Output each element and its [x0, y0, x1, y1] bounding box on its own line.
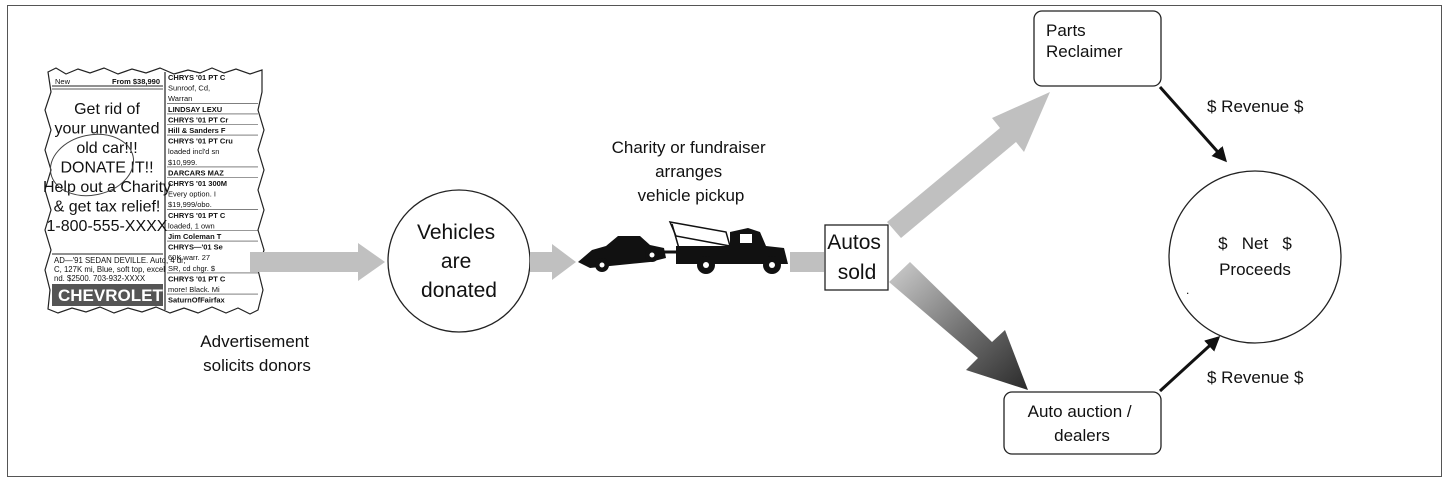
clipping-column: CHRYS '01 PT C Sunroof, Cd,WarranLINDSAY …: [167, 73, 258, 305]
clipping-column-line: CHRYS '01 PT C: [168, 274, 226, 283]
clipping-column-line: Every option. I: [168, 190, 216, 199]
arrow-donated-to-pickup: [530, 244, 576, 280]
net-proceeds-line1: $ Net $: [1218, 234, 1292, 253]
revenue-arrow-top: [1158, 86, 1227, 163]
clipping-column-line: CHRYS '01 PT C: [168, 211, 226, 220]
clipping-column-line: Sunroof, Cd,: [168, 84, 210, 93]
clipping-top-left: New: [55, 77, 71, 86]
clipping-column-line: SR, cd chgr. $: [168, 264, 216, 273]
arrow-sold-to-parts: [887, 92, 1050, 238]
clipping-headline-line: 1-800-555-XXXX: [47, 218, 168, 235]
clipping-column-line: loaded incl'd sn: [168, 147, 219, 156]
net-proceeds-node: $ Net $ Proceeds .: [1168, 170, 1342, 344]
clipping-small-ad-line: C, 127K mi, Blue, soft top, excel: [54, 265, 165, 274]
clipping-column-line: more! Black. Mi: [168, 285, 220, 294]
diagram-frame: [7, 5, 1442, 477]
auction-label: Auto auction / dealers: [1028, 402, 1137, 445]
clipping-small-ad: AD—'91 SEDAN DEVILLE. Auto, 4 dr,C, 127K…: [54, 256, 186, 283]
parts-reclaimer-label: Parts Reclaimer: [1046, 21, 1123, 61]
arrow-pickup-to-sold: [790, 252, 824, 272]
clipping-headline-line: DONATE IT!!: [60, 160, 153, 177]
circled-ad-mark: [49, 133, 135, 197]
clipping-headline: Get rid of your unwanted old car!!! DONATE …: [43, 101, 171, 235]
arrow-sold-to-auction: [889, 262, 1028, 390]
revenue-arrow-bottom: [1158, 335, 1221, 393]
clipping-column-line: loaded, 1 own: [168, 221, 215, 230]
clipping-top-right: From $38,990: [112, 77, 160, 86]
clipping-banner: CHEVROLET: [58, 286, 163, 305]
revenue-top-label: $ Revenue $: [1207, 97, 1304, 116]
clipping-column-line: CHRYS '01 PT Cr: [168, 115, 228, 124]
clipping-column-line: $19,999/obo.: [168, 200, 212, 209]
clipping-column-line: CHRYS '01 300M: [168, 179, 227, 188]
newspaper-clipping: New From $38,990 Get rid of your unwanted…: [43, 67, 265, 315]
clipping-column-line: 60K warr. 27: [168, 253, 210, 262]
clipping-small-ad-line: nd. $2500. 703-932-XXXX: [54, 274, 146, 283]
tow-truck-icon: [578, 221, 788, 274]
clipping-column-line: LINDSAY LEXU: [168, 105, 222, 114]
vehicles-donated-node: Vehicles are donated: [387, 189, 531, 333]
auction-node: Auto auction / dealers: [1003, 391, 1162, 455]
autos-sold-label: Autos sold: [827, 231, 887, 284]
clipping-column-line: Jim Coleman T: [168, 232, 222, 241]
clipping-column-line: CHRYS—'01 Se: [168, 243, 223, 252]
clipping-column-line: CHRYS '01 PT C: [168, 73, 226, 82]
revenue-bottom-label: $ Revenue $: [1207, 368, 1304, 387]
pickup-caption: Charity or fundraiser arranges vehicle p…: [612, 138, 771, 205]
clipping-headline-line: & get tax relief!: [54, 199, 161, 216]
parts-reclaimer-node: Parts Reclaimer: [1033, 10, 1162, 87]
clipping-column-line: CHRYS '01 PT Cru: [168, 137, 233, 146]
clipping-headline-line: Help out a Charity: [43, 179, 171, 196]
clipping-headline-line: old car!!!: [76, 140, 137, 157]
clipping-headline-line: your unwanted: [55, 121, 160, 138]
vehicles-donated-label: Vehicles are donated: [417, 221, 501, 302]
autos-sold-node: Autos sold: [824, 224, 889, 291]
advertisement-caption: Advertisement solicits donors: [200, 332, 313, 375]
clipping-column-line: DARCARS MAZ: [168, 168, 224, 177]
net-proceeds-dot: .: [1186, 283, 1189, 297]
clipping-column-line: Warran: [168, 94, 192, 103]
clipping-column-line: SaturnOfFairfax: [168, 296, 226, 305]
clipping-column-line: $10,999.: [168, 158, 197, 167]
arrow-ad-to-donated: [250, 243, 385, 281]
clipping-column-line: Hill & Sanders F: [168, 126, 226, 135]
clipping-small-ad-line: AD—'91 SEDAN DEVILLE. Auto, 4 dr,: [54, 256, 186, 265]
net-proceeds-line2: Proceeds: [1219, 260, 1291, 279]
clipping-headline-line: Get rid of: [74, 101, 140, 118]
